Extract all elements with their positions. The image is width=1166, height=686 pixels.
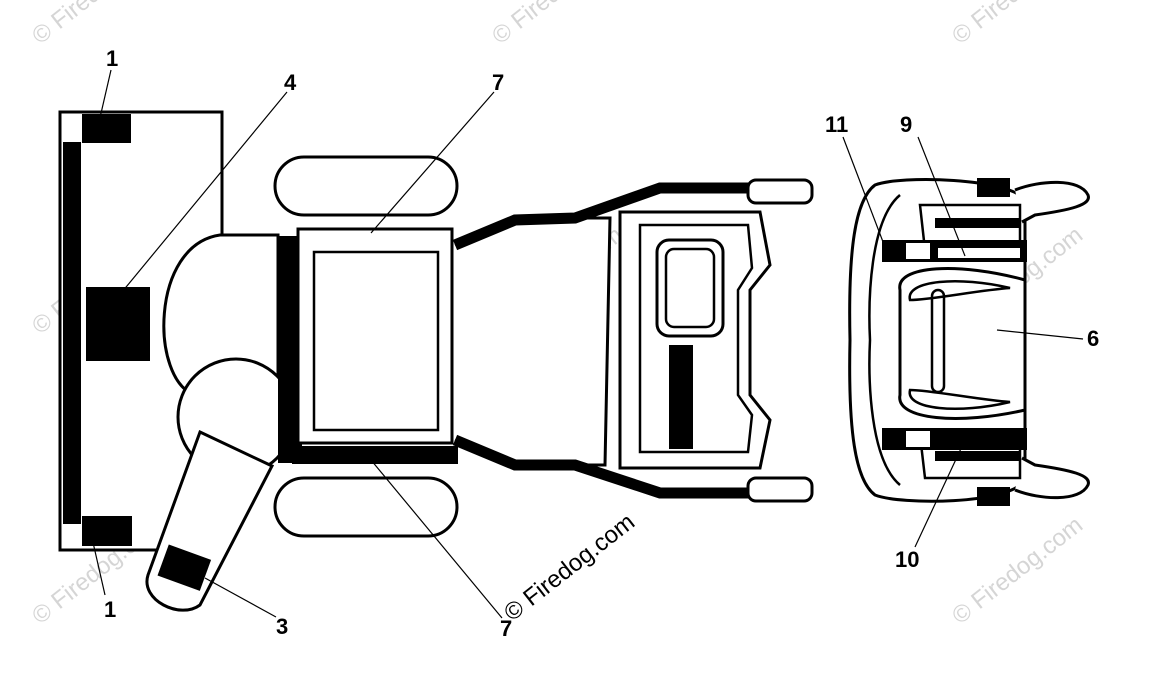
callout-7-bottom: 7 — [500, 616, 512, 641]
rear-housing-inner — [868, 194, 901, 486]
rear-lower-grip-block — [977, 487, 1010, 506]
callout-labels: 1 4 7 11 9 6 10 1 3 7 — [104, 46, 1099, 641]
leader-10 — [914, 439, 966, 548]
callout-10: 10 — [895, 547, 919, 572]
rear-slot — [930, 288, 946, 394]
impeller-and-chute — [145, 233, 296, 612]
decal-4-block — [86, 287, 150, 361]
decal-9-patch — [938, 248, 1020, 258]
leader-7-bottom — [370, 459, 503, 619]
dash-window — [655, 238, 725, 338]
leader-3 — [204, 577, 277, 618]
upper-handle-grip — [746, 178, 814, 205]
watermark: © Firedog.com — [947, 0, 1088, 50]
leader-11 — [842, 136, 889, 256]
control-panel — [618, 210, 772, 470]
engine — [278, 227, 458, 464]
rear-upper-handle — [1014, 180, 1090, 224]
leader-6 — [996, 329, 1084, 340]
rear-cover-upper-line — [908, 280, 1011, 302]
right-wheel — [273, 476, 459, 538]
lower-handle-grip — [746, 476, 814, 503]
decal-10-patch — [906, 431, 930, 447]
rear-upper-grip-block — [977, 178, 1010, 197]
leader-1-bottom — [91, 537, 106, 596]
callout-1-bottom: 1 — [104, 597, 116, 622]
dash-decal-block — [669, 345, 693, 449]
leader-1-top — [98, 69, 112, 123]
dash-window-inner — [664, 247, 716, 329]
frame-body — [454, 216, 612, 467]
dash-inset — [638, 223, 754, 454]
leader-lines — [91, 69, 1084, 619]
callout-7-top: 7 — [492, 70, 504, 95]
callout-11: 11 — [825, 112, 848, 137]
engine-cover-inset — [312, 250, 440, 432]
upper-handle-rail — [452, 182, 750, 251]
rear-lower-band — [882, 428, 1027, 450]
callout-6: 6 — [1087, 326, 1099, 351]
left-wheel — [273, 155, 459, 217]
callout-1-top: 1 — [106, 46, 118, 71]
decal-3-block — [157, 544, 212, 591]
leader-4 — [102, 91, 288, 316]
decal-1-top-block — [82, 114, 131, 143]
watermark: © Firedog.com — [27, 0, 168, 50]
callout-4: 4 — [284, 70, 297, 95]
leader-9 — [917, 136, 966, 257]
housing-side-bar — [63, 142, 81, 524]
lower-handle-rail — [452, 434, 750, 499]
leader-7-top — [370, 91, 495, 234]
watermark: © Firedog.com — [487, 0, 628, 50]
engine-cover — [296, 227, 454, 445]
rear-lower-handle — [1014, 456, 1090, 500]
frame — [452, 178, 814, 503]
decal-1-bottom-block — [82, 516, 132, 546]
watermark: © Firedog.com — [947, 511, 1088, 629]
callout-3: 3 — [276, 614, 288, 639]
rear-view — [848, 178, 1090, 506]
decal-11-patch — [906, 243, 930, 259]
rear-lower-strip — [935, 451, 1020, 461]
engine-bottom-band — [292, 446, 458, 464]
firedog-watermark: © Firedog.com — [499, 508, 640, 626]
rear-upper-strip — [935, 218, 1020, 228]
callout-9: 9 — [900, 112, 912, 137]
